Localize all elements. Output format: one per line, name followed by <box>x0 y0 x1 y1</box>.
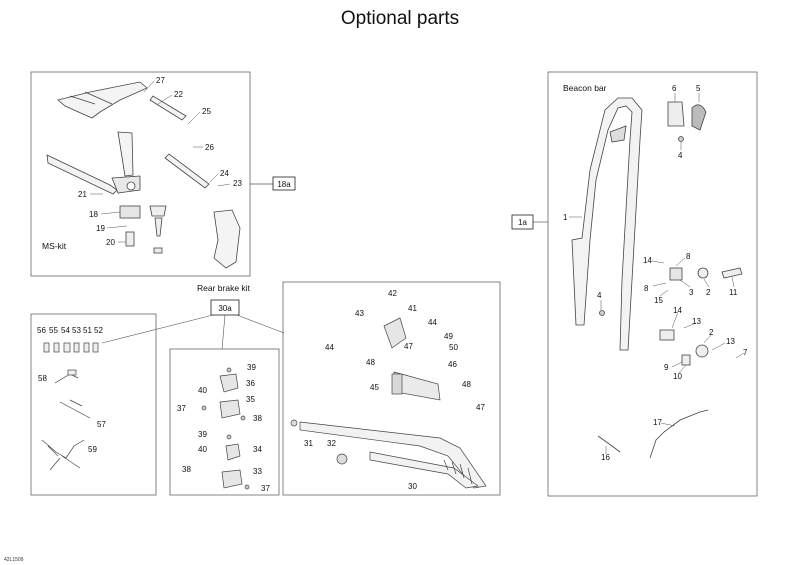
callout-43: 43 <box>355 309 364 318</box>
callout-21: 21 <box>78 190 87 199</box>
callout-4: 4 <box>678 151 683 160</box>
ms-kit-callouts: 27 22 25 26 24 23 21 18 19 20 <box>78 76 242 247</box>
callout-56: 56 <box>37 326 46 335</box>
callout-59: 59 <box>88 445 97 454</box>
callout-37: 37 <box>177 404 186 413</box>
brake-assembly-panel <box>282 281 501 496</box>
ms-kit-drawing <box>46 81 241 269</box>
beacon-bar-drawing <box>571 97 743 459</box>
ref-box-18a: 18a <box>250 176 296 191</box>
callout-39: 39 <box>247 363 256 372</box>
callout-2: 2 <box>706 288 711 297</box>
callout-32: 32 <box>327 439 336 448</box>
brake-calipers-panel <box>169 348 280 496</box>
callout-31: 31 <box>304 439 313 448</box>
callout-47: 47 <box>404 342 413 351</box>
callout-17: 17 <box>653 418 662 427</box>
harness-panel <box>30 313 157 496</box>
beacon-bar-caption: Beacon bar <box>563 83 607 93</box>
callout-23: 23 <box>233 179 242 188</box>
callout-44: 44 <box>428 318 437 327</box>
ref-box-1a: 1a <box>511 214 548 230</box>
footer-code: 42L1509 <box>4 557 24 563</box>
callout-40b: 40 <box>198 445 207 454</box>
callout-3: 3 <box>689 288 694 297</box>
callout-8: 8 <box>686 252 691 261</box>
callout-33: 33 <box>253 467 262 476</box>
callout-19: 19 <box>96 224 105 233</box>
callout-38b: 38 <box>182 465 191 474</box>
callout-48b: 48 <box>462 380 471 389</box>
brake-assembly-callouts: 42 43 41 44 44 47 49 50 48 46 45 48 47 3… <box>304 289 485 491</box>
callout-44b: 44 <box>325 343 334 352</box>
callout-2b: 2 <box>709 328 714 337</box>
ms-kit-panel <box>30 71 251 277</box>
callout-14: 14 <box>643 256 652 265</box>
callout-41: 41 <box>408 304 417 313</box>
callout-7: 7 <box>743 348 748 357</box>
callout-36: 36 <box>246 379 255 388</box>
callout-27: 27 <box>156 76 165 85</box>
callout-20: 20 <box>106 238 115 247</box>
callout-49: 49 <box>444 332 453 341</box>
callout-46: 46 <box>448 360 457 369</box>
rear-brake-kit-caption: Rear brake kit <box>197 283 251 293</box>
callout-15: 15 <box>654 296 663 305</box>
callout-1: 1 <box>563 213 568 222</box>
beacon-bar-panel <box>547 71 758 497</box>
callout-4b: 4 <box>597 291 602 300</box>
callout-22: 22 <box>174 90 183 99</box>
callout-51: 51 <box>83 326 92 335</box>
callout-42: 42 <box>388 289 397 298</box>
callout-35: 35 <box>246 395 255 404</box>
brake-calipers-callouts: 39 40 36 37 35 38 39 40 34 38 33 37 <box>177 363 270 493</box>
callout-45: 45 <box>370 383 379 392</box>
ref-box-18a-label: 18a <box>277 180 291 189</box>
callout-6: 6 <box>672 84 677 93</box>
ref-box-30a-label: 30a <box>218 304 232 313</box>
callout-39b: 39 <box>198 430 207 439</box>
brake-calipers-drawing <box>201 367 250 490</box>
callout-13: 13 <box>692 317 701 326</box>
callout-13b: 13 <box>726 337 735 346</box>
callout-58: 58 <box>38 374 47 383</box>
callout-8b: 8 <box>644 284 649 293</box>
callout-9: 9 <box>664 363 669 372</box>
brake-assembly-drawing <box>290 317 487 489</box>
callout-24: 24 <box>220 169 229 178</box>
callout-14b: 14 <box>673 306 682 315</box>
beacon-bar-callouts: 6 5 4 1 14 8 8 3 2 11 15 4 13 14 2 13 7 … <box>563 84 748 462</box>
callout-52: 52 <box>94 326 103 335</box>
harness-drawing <box>41 342 99 471</box>
callout-57: 57 <box>97 420 106 429</box>
callout-34: 34 <box>253 445 262 454</box>
ms-kit-caption: MS-kit <box>42 241 67 251</box>
callout-16: 16 <box>601 453 610 462</box>
callout-47b: 47 <box>476 403 485 412</box>
ref-box-1a-label: 1a <box>518 218 527 227</box>
callout-37b: 37 <box>261 484 270 493</box>
callout-26: 26 <box>205 143 214 152</box>
callout-25: 25 <box>202 107 211 116</box>
harness-callouts: 56 55 54 53 51 52 58 57 59 <box>37 326 106 454</box>
callout-18: 18 <box>89 210 98 219</box>
callout-11: 11 <box>729 288 738 297</box>
page-title: Optional parts <box>340 8 460 29</box>
callout-40: 40 <box>198 386 207 395</box>
callout-10: 10 <box>673 372 682 381</box>
callout-30: 30 <box>408 482 417 491</box>
callout-50: 50 <box>449 343 458 352</box>
callout-48: 48 <box>366 358 375 367</box>
ms-kit-leaders <box>90 80 231 243</box>
callout-55: 55 <box>49 326 58 335</box>
beacon-bar-leaders <box>569 93 745 454</box>
callout-53: 53 <box>72 326 81 335</box>
callout-54: 54 <box>61 326 70 335</box>
callout-38: 38 <box>253 414 262 423</box>
callout-5: 5 <box>696 84 701 93</box>
ref-box-30a: 30a <box>101 299 285 350</box>
